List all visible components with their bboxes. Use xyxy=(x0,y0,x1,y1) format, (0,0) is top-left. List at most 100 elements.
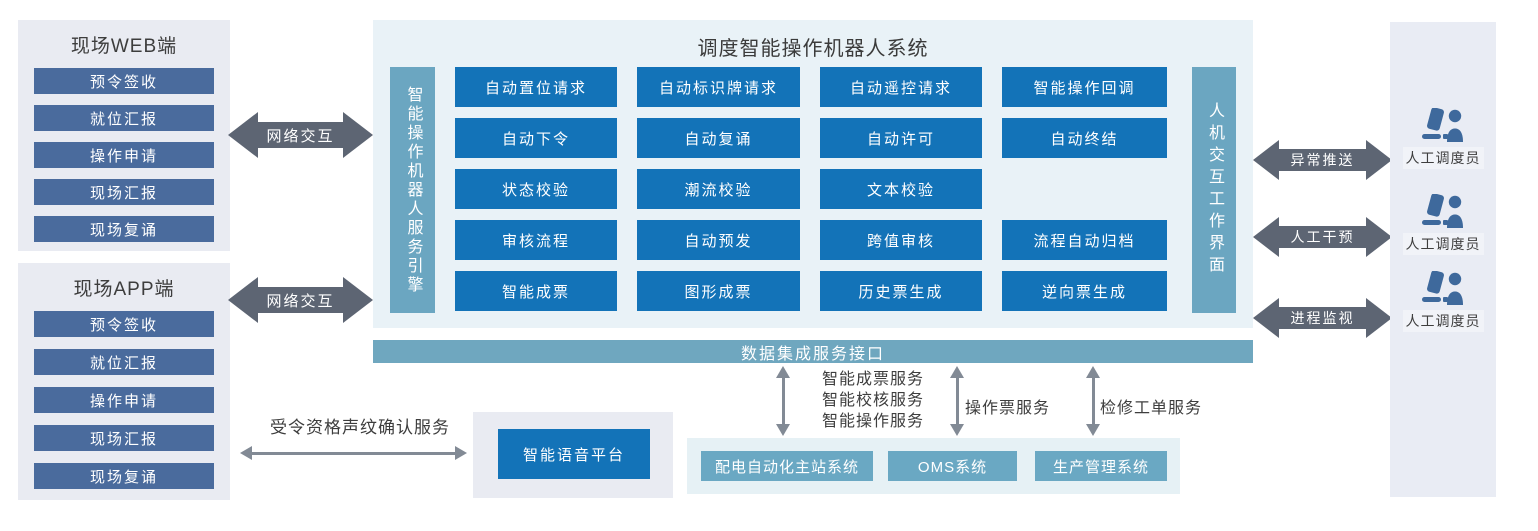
web-item: 就位汇报 xyxy=(34,105,214,131)
app-client-panel: 现场APP端 预令签收 就位汇报 操作申请 现场汇报 现场复诵 xyxy=(18,263,230,500)
arrow-stem xyxy=(252,451,455,455)
operator-at-desk-icon xyxy=(1422,108,1463,142)
dispatcher-group-1: 人工调度员 xyxy=(1390,108,1496,169)
function-box: 自动遥控请求 xyxy=(820,67,982,107)
arrowhead-right xyxy=(455,446,467,460)
service-label-line: 智能操作服务 xyxy=(822,413,925,430)
web-client-items: 预令签收 就位汇报 操作申请 现场汇报 现场复诵 xyxy=(18,58,230,242)
service-label-group1: 智能成票服务 智能校核服务 智能操作服务 xyxy=(822,369,924,432)
arrowhead-up xyxy=(776,366,790,378)
arrowhead-right xyxy=(1366,140,1392,180)
data-integration-bar: 数据集成服务接口 xyxy=(373,340,1253,363)
app-client-items: 预令签收 就位汇报 操作申请 现场汇报 现场复诵 xyxy=(18,301,230,489)
arrowhead-left xyxy=(228,112,258,158)
web-item: 预令签收 xyxy=(34,68,214,94)
arrowhead-right xyxy=(343,277,373,323)
function-box: 历史票生成 xyxy=(820,271,982,311)
web-item: 操作申请 xyxy=(34,142,214,168)
system-box: OMS系统 xyxy=(888,451,1017,481)
function-grid: 自动置位请求 自动标识牌请求 自动遥控请求 智能操作回调 自动下令 自动复诵 自… xyxy=(455,67,1167,311)
function-box: 自动预发 xyxy=(637,220,800,260)
function-box: 自动终结 xyxy=(1002,118,1167,158)
arrowhead-up xyxy=(1086,366,1100,378)
arrowhead-right xyxy=(1366,298,1392,338)
function-box: 自动下令 xyxy=(455,118,617,158)
arrowhead-right xyxy=(343,112,373,158)
system-box: 配电自动化主站系统 xyxy=(701,451,873,481)
arrowhead-down xyxy=(1086,424,1100,436)
exception-push-arrow: 异常推送 xyxy=(1253,140,1392,180)
arrowhead-left xyxy=(1253,217,1279,257)
dispatcher-group-3: 人工调度员 xyxy=(1390,271,1496,332)
service-label-line: 智能成票服务 xyxy=(822,371,925,388)
manual-intervention-arrow: 人工干预 xyxy=(1253,217,1392,257)
function-box: 潮流校验 xyxy=(637,169,800,209)
network-arrow-label: 网络交互 xyxy=(258,287,343,313)
right-arrow-label: 进程监视 xyxy=(1279,307,1366,329)
arrowhead-down xyxy=(950,424,964,436)
dispatcher-label: 人工调度员 xyxy=(1402,233,1484,255)
external-systems-panel: 配电自动化主站系统 OMS系统 生产管理系统 xyxy=(687,438,1180,494)
arrowhead-down xyxy=(776,424,790,436)
function-box: 自动许可 xyxy=(820,118,982,158)
arrow-stem xyxy=(955,378,959,424)
voiceprint-service-label: 受令资格声纹确认服务 xyxy=(270,418,450,437)
dispatcher-label: 人工调度员 xyxy=(1402,310,1484,332)
web-client-title: 现场WEB端 xyxy=(70,36,178,57)
function-box: 流程自动归档 xyxy=(1002,220,1167,260)
voice-platform-panel: 智能语音平台 xyxy=(473,412,673,498)
arrow-stem xyxy=(1091,378,1095,424)
service-label-group3: 检修工单服务 xyxy=(1100,400,1203,417)
network-arrow-web: 网络交互 xyxy=(228,112,373,158)
service-label-group2: 操作票服务 xyxy=(965,400,1051,417)
dispatcher-panel: 人工调度员 人工调度员 xyxy=(1390,22,1496,497)
function-box: 文本校验 xyxy=(820,169,982,209)
arrowhead-right xyxy=(1366,217,1392,257)
app-item: 现场汇报 xyxy=(34,425,214,451)
function-box: 图形成票 xyxy=(637,271,800,311)
app-item: 就位汇报 xyxy=(34,349,214,375)
app-client-title: 现场APP端 xyxy=(73,279,175,300)
function-box: 逆向票生成 xyxy=(1002,271,1167,311)
service-arrow-3 xyxy=(1085,366,1101,436)
operator-at-desk-icon xyxy=(1422,194,1463,228)
service-engine-rail: 智能操作机器人服务引擎 xyxy=(390,67,435,313)
right-arrow-label: 异常推送 xyxy=(1279,149,1366,171)
process-monitor-arrow: 进程监视 xyxy=(1253,298,1392,338)
service-arrow-2 xyxy=(949,366,965,436)
arrowhead-left xyxy=(1253,140,1279,180)
network-arrow-app: 网络交互 xyxy=(228,277,373,323)
operator-at-desk-icon xyxy=(1422,271,1463,305)
arrowhead-up xyxy=(950,366,964,378)
function-box: 自动标识牌请求 xyxy=(637,67,800,107)
service-label-line: 智能校核服务 xyxy=(822,392,925,409)
arrow-stem xyxy=(781,378,785,424)
function-box: 智能成票 xyxy=(455,271,617,311)
voice-platform-box: 智能语音平台 xyxy=(498,429,650,479)
service-arrow-1 xyxy=(775,366,791,436)
web-item: 现场汇报 xyxy=(34,179,214,205)
voiceprint-arrow xyxy=(240,446,467,460)
function-box: 审核流程 xyxy=(455,220,617,260)
arrowhead-left xyxy=(228,277,258,323)
web-client-panel: 现场WEB端 预令签收 就位汇报 操作申请 现场汇报 现场复诵 xyxy=(18,20,230,251)
system-title: 调度智能操作机器人系统 xyxy=(697,38,929,60)
function-box: 状态校验 xyxy=(455,169,617,209)
function-box: 自动置位请求 xyxy=(455,67,617,107)
function-box: 跨值审核 xyxy=(820,220,982,260)
web-item: 现场复诵 xyxy=(34,216,214,242)
network-arrow-label: 网络交互 xyxy=(258,122,343,148)
function-box: 智能操作回调 xyxy=(1002,67,1167,107)
main-system-panel: 调度智能操作机器人系统 智能操作机器人服务引擎 人机交互工作界面 自动置位请求 … xyxy=(373,20,1253,328)
arrowhead-left xyxy=(1253,298,1279,338)
app-item: 预令签收 xyxy=(34,311,214,337)
app-item: 操作申请 xyxy=(34,387,214,413)
hmi-rail: 人机交互工作界面 xyxy=(1192,67,1236,313)
dispatcher-label: 人工调度员 xyxy=(1402,147,1484,169)
function-box: 自动复诵 xyxy=(637,118,800,158)
empty-grid-cell xyxy=(1002,169,1167,209)
system-box: 生产管理系统 xyxy=(1035,451,1167,481)
app-item: 现场复诵 xyxy=(34,463,214,489)
dispatcher-group-2: 人工调度员 xyxy=(1390,194,1496,255)
